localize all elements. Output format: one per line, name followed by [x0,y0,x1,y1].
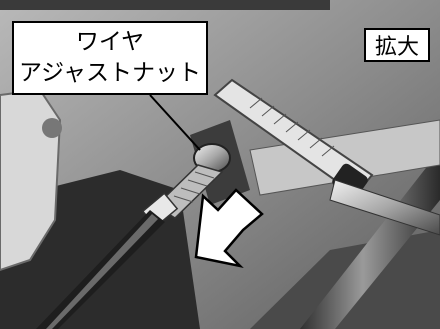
callout-line-2: アジャストナット [19,60,201,86]
direction-arrow [194,188,264,269]
frame-tube [300,150,440,329]
callout-box: ワイヤ アジャストナット [12,21,208,95]
callout-line-1: ワイヤ [75,29,145,55]
top-strip [0,0,330,10]
zoom-badge: 拡大 [364,28,430,62]
cable-band [329,179,440,236]
callout-leader-line [149,94,201,151]
